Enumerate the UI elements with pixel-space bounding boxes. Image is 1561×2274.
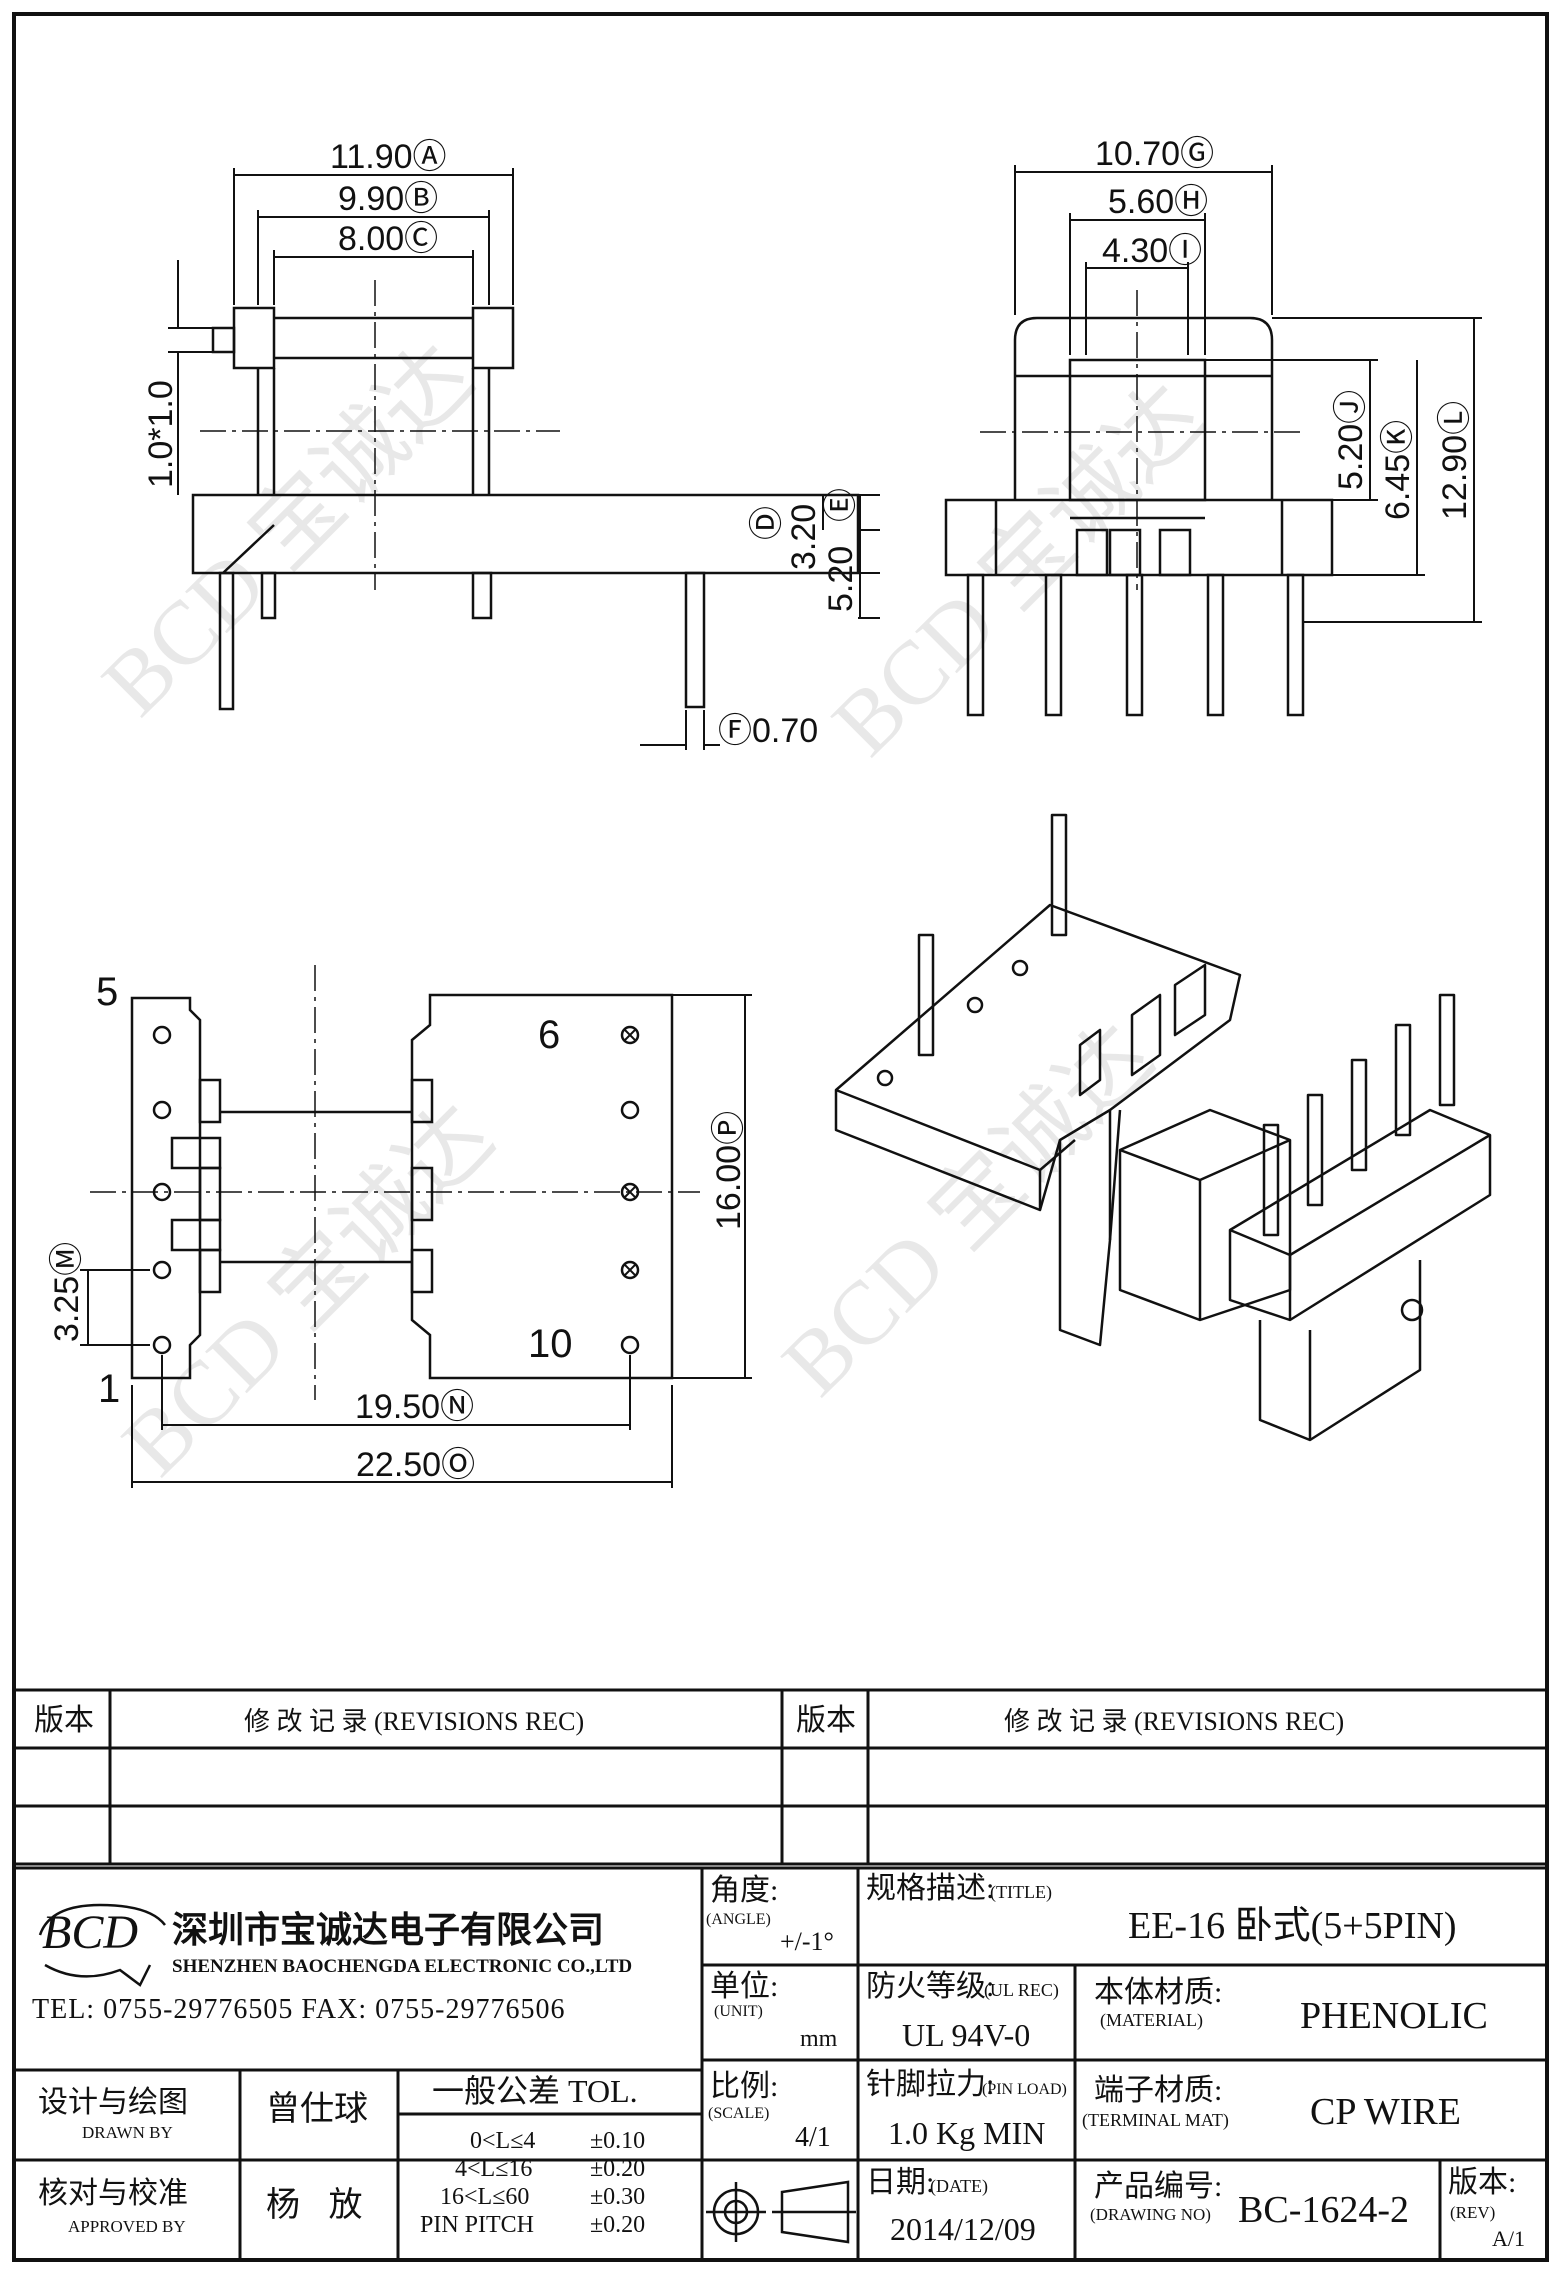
dim-g-label: 10.70Ⓖ bbox=[1095, 135, 1214, 173]
terminal-value: CP WIRE bbox=[1310, 2091, 1461, 2133]
drawn-by-en: DRAWN BY bbox=[82, 2123, 173, 2142]
title-label: 规格描述: bbox=[866, 1872, 994, 1905]
sheet-border bbox=[12, 12, 1549, 2262]
angle-en: (ANGLE) bbox=[706, 1911, 771, 1928]
pinload-value: 1.0 Kg MIN bbox=[888, 2115, 1045, 2151]
tol-value-0: ±0.10 bbox=[590, 2128, 645, 2154]
top-left-centerlines bbox=[200, 280, 560, 590]
unit-en: (UNIT) bbox=[714, 2003, 763, 2020]
title-en: (TITLE) bbox=[990, 1882, 1052, 1903]
tolerance-title: 一般公差 TOL. bbox=[432, 2073, 638, 2109]
terminal-en: (TERMINAL MAT) bbox=[1082, 2110, 1229, 2131]
rev-value: A/1 bbox=[1492, 2226, 1525, 2251]
scale-value: 4/1 bbox=[795, 2122, 831, 2153]
dim-f-label: Ⓕ0.70 bbox=[718, 712, 818, 750]
dim-j-label: 5.20Ⓙ bbox=[1332, 390, 1370, 490]
dim-k-label: 6.45Ⓚ bbox=[1379, 420, 1417, 520]
pin-6-label: 6 bbox=[538, 1013, 560, 1057]
dim-e-tag: Ⓔ bbox=[822, 488, 860, 522]
drawn-by-label: 设计与绘图 bbox=[38, 2086, 188, 2119]
dim-d-label: 3.20 bbox=[785, 504, 823, 570]
rev-label: 版本: bbox=[1448, 2166, 1516, 2199]
top-right-dimensions bbox=[1014, 165, 1482, 623]
date-value: 2014/12/09 bbox=[890, 2211, 1036, 2247]
tol-range-1: 4<L≤16 bbox=[455, 2156, 532, 2182]
rev-col-version-left: 版本 bbox=[34, 1704, 94, 1737]
ul-en: (UL REC) bbox=[984, 1980, 1059, 2001]
dim-p-label: 16.00Ⓟ bbox=[710, 1111, 748, 1230]
company-name-cn: 深圳市宝诚达电子有限公司 bbox=[172, 1910, 604, 1950]
dim-d-tag: Ⓓ bbox=[748, 506, 786, 540]
dim-b-label: 9.90Ⓑ bbox=[338, 180, 438, 218]
isometric-view bbox=[834, 813, 1492, 1442]
pin-1-label: 1 bbox=[98, 1367, 120, 1411]
pinload-label: 针脚拉力: bbox=[866, 2068, 994, 2101]
bottom-view bbox=[130, 993, 674, 1380]
approved-by-label: 核对与校准 bbox=[38, 2177, 188, 2210]
rev-col-record-left: 修 改 记 录 (REVISIONS REC) bbox=[244, 1707, 584, 1736]
scale-en: (SCALE) bbox=[708, 2105, 769, 2122]
company-logo-text: BCD bbox=[42, 1906, 138, 1959]
bottom-view-centerlines bbox=[90, 965, 700, 1400]
rev-col-record-right: 修 改 记 录 (REVISIONS REC) bbox=[1004, 1707, 1344, 1736]
dim-o-label: 22.50Ⓞ bbox=[356, 1446, 475, 1484]
dim-n-label: 19.50Ⓝ bbox=[355, 1388, 474, 1426]
dim-h-label: 5.60Ⓗ bbox=[1108, 183, 1208, 221]
pinload-en: (PIN LOAD) bbox=[982, 2081, 1067, 2098]
tol-value-2: ±0.30 bbox=[590, 2184, 645, 2210]
tol-range-0: 0<L≤4 bbox=[470, 2128, 535, 2154]
rev-col-version-right: 版本 bbox=[796, 1704, 856, 1737]
revisions-table bbox=[14, 1688, 1547, 1866]
title-block-grid bbox=[14, 1866, 1547, 2260]
dim-e-label: 5.20 bbox=[822, 546, 860, 612]
unit-label: 单位: bbox=[710, 1970, 778, 2003]
company-logo bbox=[38, 1903, 166, 1987]
projection-symbol-icon bbox=[706, 2180, 856, 2244]
tol-value-3: ±0.20 bbox=[590, 2212, 645, 2238]
top-left-dimensions bbox=[168, 168, 880, 750]
watermark-text: BCD 宝诚达 bbox=[104, 1086, 512, 1494]
company-name-en: SHENZHEN BAOCHENGDA ELECTRONIC CO.,LTD bbox=[172, 1956, 632, 1977]
date-label: 日期: bbox=[866, 2166, 934, 2199]
top-right-view bbox=[944, 316, 1334, 717]
tol-value-1: ±0.20 bbox=[590, 2156, 645, 2182]
unit-value: mm bbox=[800, 2026, 838, 2052]
drawing-no-label: 产品编号: bbox=[1094, 2170, 1222, 2203]
angle-value: +/-1° bbox=[780, 1927, 834, 1956]
dim-c-label: 8.00Ⓒ bbox=[338, 220, 438, 258]
dim-l-label: 12.90Ⓛ bbox=[1436, 401, 1474, 520]
dim-i-label: 4.30Ⓘ bbox=[1102, 232, 1202, 270]
company-contact: TEL: 0755-29776505 FAX: 0755-29776506 bbox=[32, 1994, 565, 2025]
material-value: PHENOLIC bbox=[1300, 1995, 1488, 2037]
ul-value: UL 94V-0 bbox=[902, 2017, 1030, 2053]
drawing-no-en: (DRAWING NO) bbox=[1090, 2205, 1211, 2224]
dim-a-label: 11.90Ⓐ bbox=[330, 138, 447, 176]
dim-pin-bend-label: 1.0*1.0 bbox=[142, 380, 180, 488]
dim-m-label: 3.25Ⓜ bbox=[48, 1242, 86, 1342]
date-en: (DATE) bbox=[930, 2176, 988, 2197]
approved-by-name: 杨 放 bbox=[266, 2186, 373, 2224]
terminal-label: 端子材质: bbox=[1094, 2074, 1222, 2107]
tol-range-3: PIN PITCH bbox=[420, 2212, 534, 2238]
bottom-view-crosses bbox=[623, 1028, 637, 1277]
scale-label: 比例: bbox=[710, 2070, 778, 2103]
drawn-by-name: 曾仕球 bbox=[266, 2090, 368, 2128]
top-right-centerlines bbox=[980, 290, 1300, 590]
ul-label: 防火等级: bbox=[866, 1970, 994, 2003]
drawing-no-value: BC-1624-2 bbox=[1238, 2189, 1409, 2231]
material-en: (MATERIAL) bbox=[1100, 2010, 1203, 2031]
pin-10-label: 10 bbox=[528, 1322, 573, 1366]
pin-5-label: 5 bbox=[96, 970, 118, 1014]
rev-en: (REV) bbox=[1450, 2203, 1495, 2222]
angle-label: 角度: bbox=[710, 1874, 778, 1907]
approved-by-en: APPROVED BY bbox=[68, 2217, 186, 2236]
title-value: EE-16 卧式(5+5PIN) bbox=[1128, 1905, 1457, 1947]
tol-range-2: 16<L≤60 bbox=[440, 2184, 529, 2210]
material-label: 本体材质: bbox=[1094, 1976, 1222, 2009]
bottom-view-dimensions bbox=[80, 994, 752, 1488]
